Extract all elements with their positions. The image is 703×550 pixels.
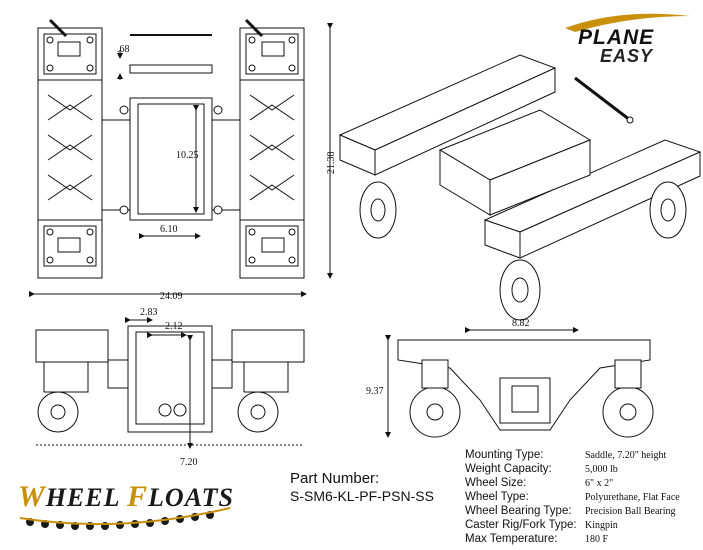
spec-row: Wheel Size: 6" x 2" [465,476,680,490]
spec-label: Caster Rig/Fork Type: [465,519,577,531]
plane-easy-logo-bottom: EASY [600,46,654,66]
spec-value: Kingpin [585,519,618,531]
dim-front-width: 8.82 [512,318,530,329]
side-view [35,317,305,449]
dim-front-height: 9.37 [366,386,384,397]
spec-row: Max Temperature: 180 F [465,532,680,546]
spec-row: Weight Capacity: 5,000 lb [465,462,680,476]
spec-row: Caster Rig/Fork Type: Kingpin [465,518,680,532]
spec-table: Mounting Type: Saddle, 7.20" height Weigh… [465,448,680,546]
dim-saddle-width: 6.10 [160,224,178,235]
spec-label: Mounting Type: [465,449,544,461]
dim-saddle-height: 7.20 [180,457,198,468]
spec-row: Mounting Type: Saddle, 7.20" height [465,448,680,462]
spec-value: 180 F [585,533,609,545]
spec-value: Saddle, 7.20" height [585,449,667,461]
dim-offset-a: 2.83 [140,307,158,318]
spec-label: Max Temperature: [465,533,558,545]
dim-overall-height: 21.38 [326,152,337,175]
spec-label: Weight Capacity: [465,463,552,475]
spec-label: Wheel Size: [465,477,527,489]
part-number-label: Part Number: [290,470,380,487]
front-view [385,327,654,438]
dim-overall-width: 24.09 [160,291,183,302]
top-view [29,18,333,297]
spec-label: Wheel Type: [465,491,529,503]
spec-value: 6" x 2" [585,477,614,489]
dim-saddle-length: 10.25 [176,150,199,161]
wheel-floats-logo: WHEEL FLOATS [18,480,234,513]
spec-value: Polyurethane, Flat Face [585,491,680,503]
spec-value: 5,000 lb [585,463,618,475]
spec-row: Wheel Bearing Type: Precision Ball Bearin… [465,504,680,518]
plane-easy-logo-top: PLANE [578,26,655,49]
plane-easy-swoosh [565,13,690,32]
spec-label: Wheel Bearing Type: [465,505,572,517]
isometric-view [338,54,702,321]
spec-row: Wheel Type: Polyurethane, Flat Face [465,490,680,504]
spec-value: Precision Ball Bearing [585,505,676,517]
dim-offset-b: 2.12 [165,321,183,332]
wheel-chain-graphic [19,507,231,530]
dim-pin-diameter: .68 [117,44,130,55]
part-number-value: S-SM6-KL-PF-PSN-SS [290,488,434,504]
